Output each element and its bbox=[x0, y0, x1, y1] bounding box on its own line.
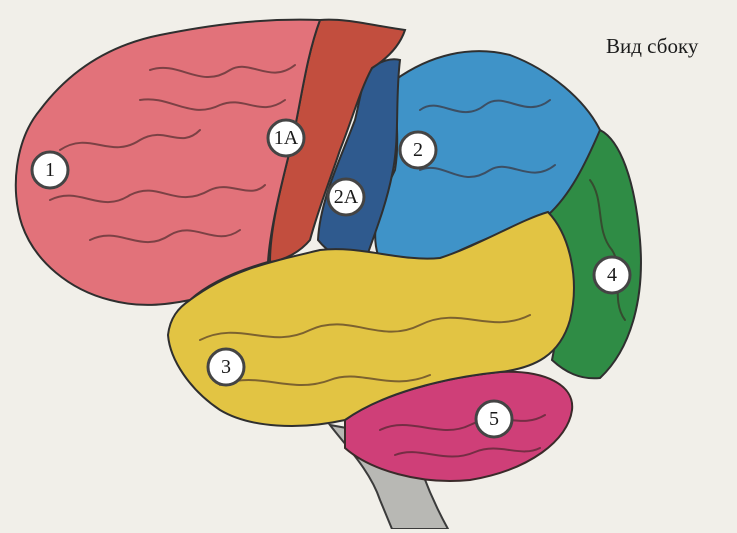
svg-text:2А: 2А bbox=[334, 186, 359, 208]
svg-text:1А: 1А bbox=[274, 127, 299, 149]
view-caption: Вид сбоку bbox=[606, 34, 698, 59]
svg-text:4: 4 bbox=[607, 264, 617, 286]
svg-text:1: 1 bbox=[45, 159, 55, 181]
svg-text:3: 3 bbox=[221, 356, 231, 378]
region-marker-2a: 2А bbox=[328, 179, 364, 215]
region-marker-5: 5 bbox=[476, 401, 512, 437]
region-marker-1a: 1А bbox=[268, 120, 304, 156]
region-marker-3: 3 bbox=[208, 349, 244, 385]
region-marker-4: 4 bbox=[594, 257, 630, 293]
svg-text:5: 5 bbox=[489, 408, 499, 430]
region-marker-1: 1 bbox=[32, 152, 68, 188]
svg-text:2: 2 bbox=[413, 139, 423, 161]
region-marker-2: 2 bbox=[400, 132, 436, 168]
